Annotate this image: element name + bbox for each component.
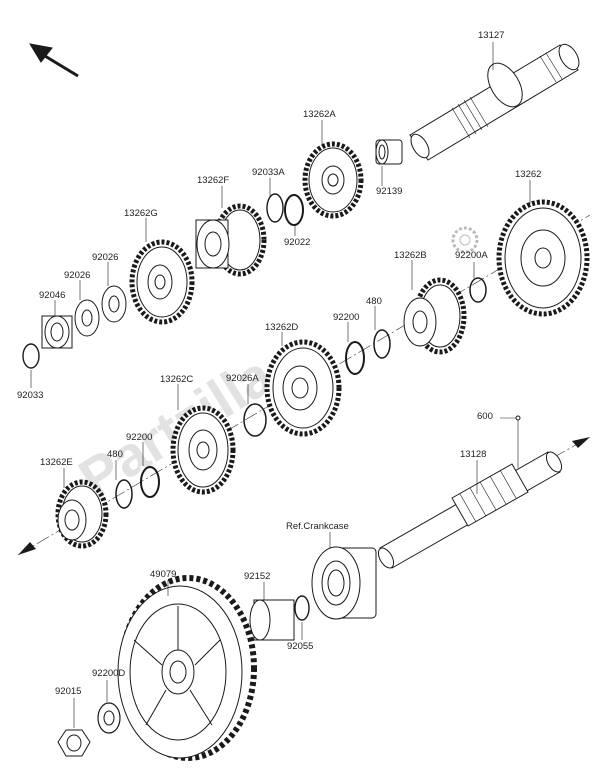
label-13262g: 13262G bbox=[124, 208, 158, 219]
label-92200a: 92200A bbox=[455, 250, 488, 261]
circlip-480-b bbox=[115, 479, 133, 509]
gear-13262d bbox=[264, 339, 342, 437]
washer-92026a bbox=[243, 403, 267, 437]
label-13262: 13262 bbox=[515, 169, 542, 180]
washer-92026-a bbox=[101, 285, 127, 323]
gear-13262b bbox=[403, 277, 467, 355]
label-92015: 92015 bbox=[55, 686, 82, 697]
bushing-92139 bbox=[375, 139, 403, 165]
gear-13262a bbox=[302, 141, 364, 219]
nut-92015 bbox=[57, 729, 91, 757]
gear-13262 bbox=[496, 199, 590, 317]
needle-bearing-92046 bbox=[41, 315, 73, 349]
label-92026-a: 92026 bbox=[92, 252, 119, 263]
label-480-b: 480 bbox=[107, 449, 123, 460]
gear-13262f bbox=[195, 203, 267, 277]
washer-92200d bbox=[97, 702, 121, 734]
gear-stamp-icon bbox=[451, 226, 479, 254]
washer-92200a bbox=[469, 277, 487, 303]
sprocket-49079 bbox=[117, 575, 257, 761]
label-92152: 92152 bbox=[244, 571, 271, 582]
label-92033: 92033 bbox=[17, 390, 44, 401]
label-480-a: 480 bbox=[366, 296, 382, 307]
label-92055: 92055 bbox=[287, 641, 314, 652]
oring-92055 bbox=[294, 595, 310, 621]
label-ref-crankcase: Ref.Crankcase bbox=[286, 521, 349, 532]
washer-92026-b bbox=[74, 299, 100, 337]
washer-92200-a bbox=[345, 341, 365, 375]
label-13262e: 13262E bbox=[40, 457, 73, 468]
collar-92152 bbox=[249, 599, 295, 641]
washer-92022 bbox=[284, 194, 304, 226]
label-13127: 13127 bbox=[478, 30, 505, 41]
label-92026a: 92026A bbox=[226, 373, 259, 384]
label-92200d: 92200D bbox=[92, 668, 126, 679]
label-13128: 13128 bbox=[460, 449, 487, 460]
label-92200-b: 92200 bbox=[126, 432, 153, 443]
label-13262d: 13262D bbox=[265, 322, 299, 333]
ball-bearing bbox=[311, 546, 377, 620]
label-92033a: 92033A bbox=[252, 167, 285, 178]
label-13262b: 13262B bbox=[394, 250, 427, 261]
circlip-92033a bbox=[266, 193, 284, 223]
label-92139: 92139 bbox=[376, 186, 403, 197]
gear-13262e bbox=[55, 479, 109, 549]
label-13262c: 13262C bbox=[160, 374, 194, 385]
label-92026-b: 92026 bbox=[64, 270, 91, 281]
circlip-92033 bbox=[22, 343, 40, 369]
output-shaft bbox=[409, 43, 580, 161]
label-92200-a: 92200 bbox=[333, 312, 360, 323]
label-92022: 92022 bbox=[284, 237, 311, 248]
circlip-480-a bbox=[373, 329, 391, 359]
gear-13262c bbox=[170, 405, 236, 495]
gear-13262g bbox=[129, 239, 195, 325]
label-49079: 49079 bbox=[150, 569, 177, 580]
label-13262a: 13262A bbox=[303, 109, 336, 120]
leader-lines bbox=[30, 42, 531, 728]
input-shaft-13128 bbox=[377, 451, 563, 569]
washer-92200-b bbox=[140, 466, 160, 498]
front-arrow-icon bbox=[28, 43, 79, 78]
label-600: 600 bbox=[477, 411, 493, 422]
label-13262f: 13262F bbox=[197, 175, 230, 186]
label-92046: 92046 bbox=[39, 290, 66, 301]
